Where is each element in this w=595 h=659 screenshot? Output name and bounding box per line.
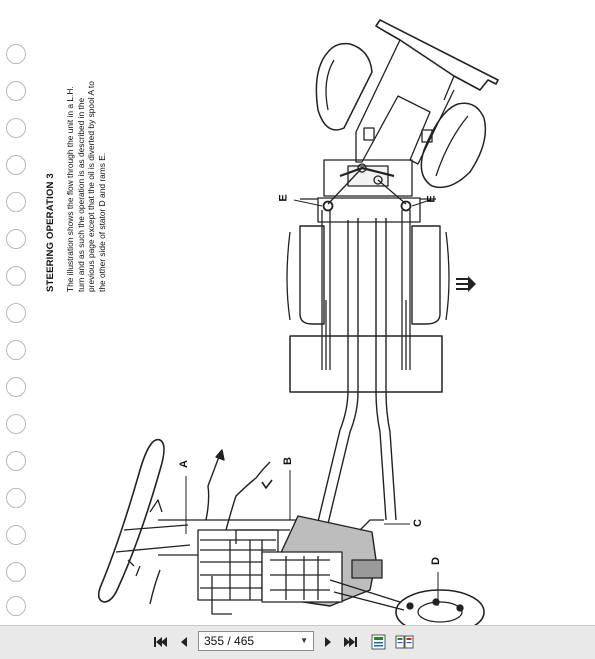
page-number-select[interactable]: 355 / 465 ▼ <box>198 631 314 651</box>
label-spool-a: A <box>177 460 190 468</box>
binder-hole <box>6 266 26 286</box>
binder-hole <box>6 340 26 360</box>
binder-hole <box>6 44 26 64</box>
label-ram-e-right: E <box>425 195 438 203</box>
last-page-icon[interactable] <box>343 634 359 650</box>
label-c: C <box>411 519 424 527</box>
steering-circuit-diagram <box>97 19 499 625</box>
label-leaders <box>185 199 439 606</box>
rear-wheel-frame <box>286 225 450 393</box>
label-ram-e-left: E <box>277 194 290 202</box>
first-page-icon[interactable] <box>152 634 168 650</box>
direction-arrow-icon <box>456 276 476 292</box>
rear-axle-beam <box>300 159 436 223</box>
binder-hole <box>6 377 26 397</box>
binder-hole <box>6 562 26 582</box>
single-page-view-icon[interactable] <box>371 634 389 650</box>
previous-page-icon[interactable] <box>176 634 192 650</box>
ram-rods <box>321 210 411 370</box>
binder-hole <box>6 192 26 212</box>
chevron-down-icon: ▼ <box>300 636 308 645</box>
flow-arrows <box>149 449 273 605</box>
viewer-toolbar: 355 / 465 ▼ <box>0 625 595 659</box>
binder-hole <box>6 596 26 616</box>
label-stator-d: D <box>429 557 442 565</box>
stator-disc <box>329 579 485 625</box>
binder-hole <box>6 303 26 323</box>
next-page-icon[interactable] <box>320 634 336 650</box>
binder-hole <box>6 525 26 545</box>
document-page: STEERING OPERATION 3 The illustration sh… <box>6 19 499 625</box>
label-b: B <box>281 457 294 465</box>
front-axle-assembly <box>315 19 499 189</box>
binder-hole <box>6 414 26 434</box>
binder-hole <box>6 118 26 138</box>
facing-pages-view-icon[interactable] <box>395 634 415 650</box>
hydraulic-hoses <box>315 218 397 533</box>
binder-hole <box>6 155 26 175</box>
binder-hole <box>6 81 26 101</box>
steering-control-unit <box>197 515 384 615</box>
binder-hole <box>6 229 26 249</box>
binder-hole <box>6 488 26 508</box>
page-indicator: 355 / 465 <box>204 634 255 648</box>
binder-rings <box>6 44 32 616</box>
binder-hole <box>6 451 26 471</box>
